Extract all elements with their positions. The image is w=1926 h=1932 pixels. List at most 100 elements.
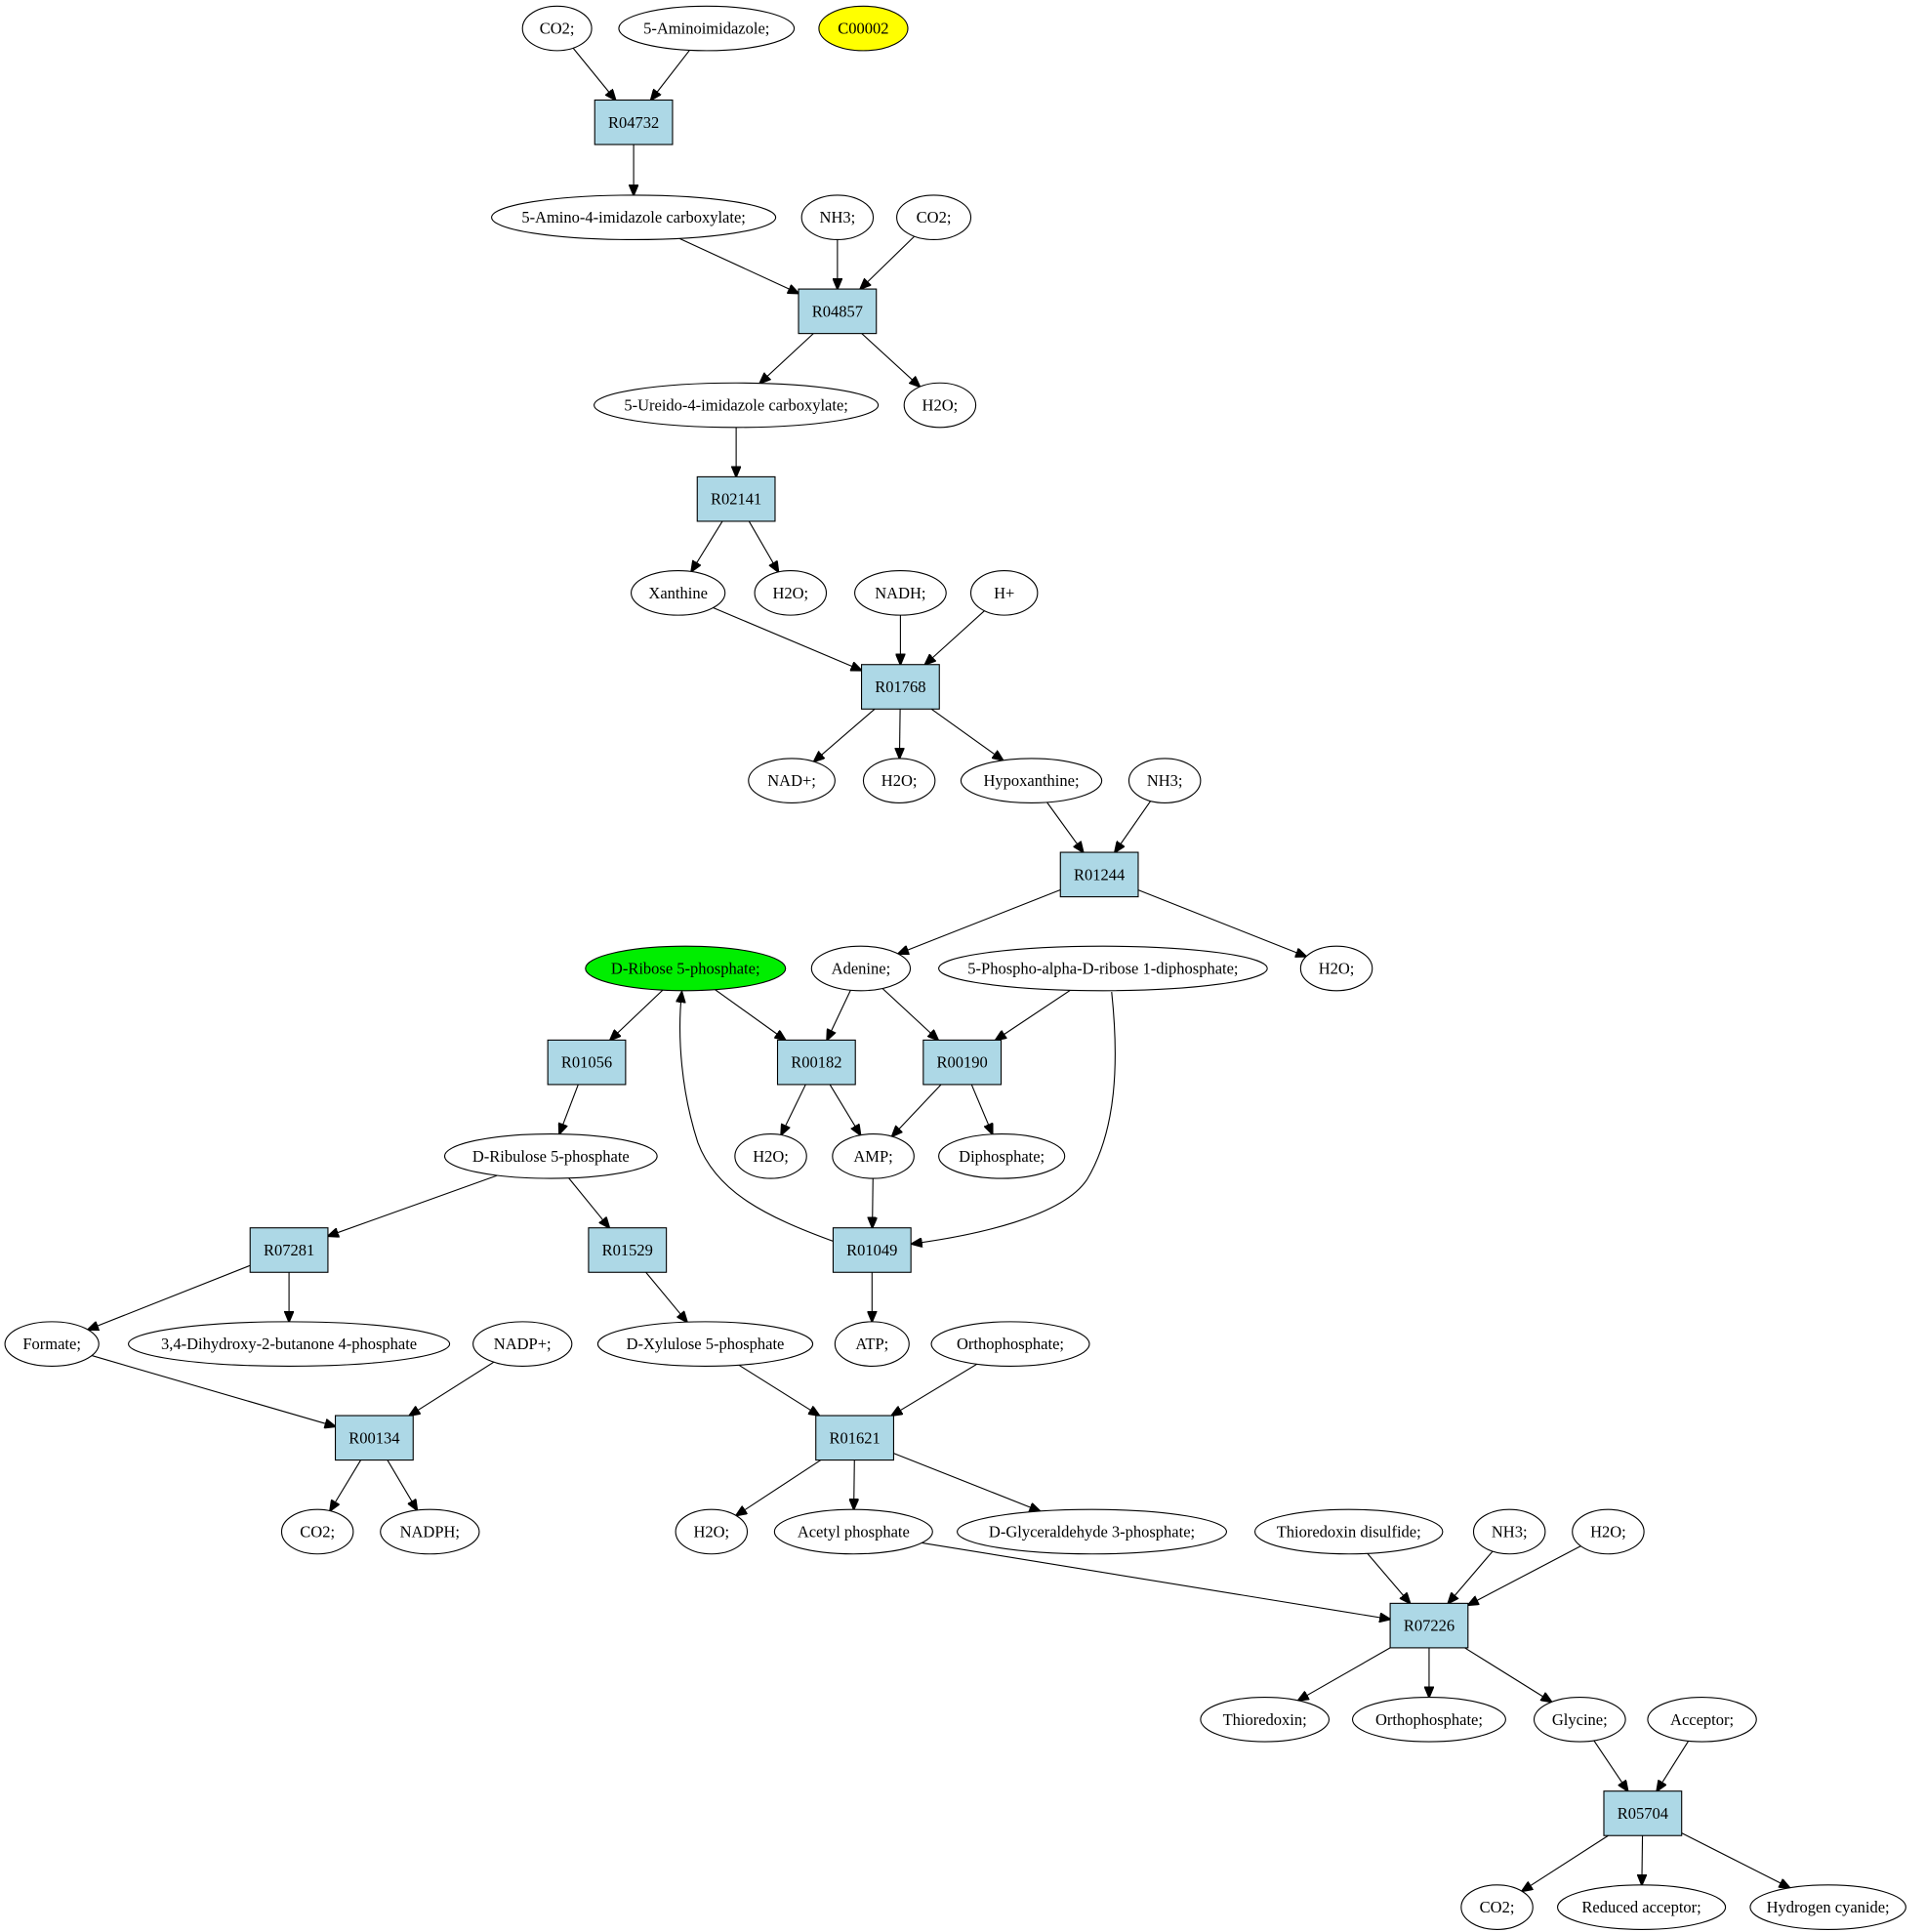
compound-node-prpp[interactable]: 5-Phospho-alpha-D-ribose 1-diphosphate; xyxy=(938,945,1268,992)
compound-label: Formate; xyxy=(22,1335,81,1353)
reaction-node-r00190[interactable]: R00190 xyxy=(922,1039,1003,1086)
compound-label: 5-Aminoimidazole; xyxy=(643,20,769,38)
compound-ellipse xyxy=(1472,1508,1546,1555)
reaction-node-r01529[interactable]: R01529 xyxy=(588,1227,668,1273)
compound-node-nadp-plus[interactable]: NADP+; xyxy=(472,1321,573,1367)
reaction-box xyxy=(588,1227,668,1273)
compound-node-adenine[interactable]: Adenine; xyxy=(810,945,912,992)
compound-node-nh3-b[interactable]: NH3; xyxy=(1127,758,1202,803)
reaction-box xyxy=(1059,851,1139,898)
compound-node-co2-c[interactable]: CO2; xyxy=(280,1508,354,1555)
compound-label: Thioredoxin; xyxy=(1223,1710,1307,1729)
compound-node-aminoimidazole[interactable]: 5-Aminoimidazole; xyxy=(618,5,796,52)
reaction-node-r01049[interactable]: R01049 xyxy=(832,1227,912,1273)
compound-node-h-plus[interactable]: H+ xyxy=(969,570,1039,616)
compound-node-co2-b[interactable]: CO2; xyxy=(896,194,972,241)
edge-adenine-to-r00190 xyxy=(881,988,938,1040)
reaction-label: R04732 xyxy=(608,113,659,132)
compound-node-c00002[interactable]: C00002 xyxy=(818,5,909,52)
compound-node-orthophosphate-b[interactable]: Orthophosphate; xyxy=(1351,1696,1506,1743)
reaction-box xyxy=(1603,1790,1683,1836)
reaction-node-r04857[interactable]: R04857 xyxy=(798,288,878,335)
compound-label: CO2; xyxy=(1480,1898,1515,1916)
compound-node-xanthine[interactable]: Xanthine xyxy=(631,570,726,616)
compound-node-reduced-acceptor[interactable]: Reduced acceptor; xyxy=(1556,1884,1727,1930)
compound-node-hypoxanthine[interactable]: Hypoxanthine; xyxy=(960,758,1103,803)
reaction-node-r07226[interactable]: R07226 xyxy=(1389,1602,1469,1649)
compound-node-nh3-c[interactable]: NH3; xyxy=(1472,1508,1546,1555)
compound-ellipse xyxy=(818,5,909,52)
compound-node-ureido-imidazole-carboxylate[interactable]: 5-Ureido-4-imidazole carboxylate; xyxy=(594,382,880,429)
edge-r01621-to-acetyl-phosphate xyxy=(854,1459,855,1510)
reaction-node-r01244[interactable]: R01244 xyxy=(1059,851,1139,898)
compound-node-co2-d[interactable]: CO2; xyxy=(1460,1884,1534,1930)
compound-label: Glycine; xyxy=(1552,1710,1608,1729)
reaction-node-r00134[interactable]: R00134 xyxy=(334,1415,414,1461)
edge-r00134-to-co2-c xyxy=(330,1459,362,1511)
compound-node-co2-a[interactable]: CO2; xyxy=(521,5,593,52)
reaction-node-r07281[interactable]: R07281 xyxy=(249,1227,329,1273)
compound-label: CO2; xyxy=(540,20,575,38)
compound-node-atp[interactable]: ATP; xyxy=(834,1321,910,1367)
compound-node-h2o-f[interactable]: H2O; xyxy=(675,1508,749,1555)
reaction-label: R01049 xyxy=(846,1241,897,1259)
compound-node-glycine[interactable]: Glycine; xyxy=(1533,1696,1626,1743)
compound-label: H2O; xyxy=(772,584,808,602)
reaction-node-r01621[interactable]: R01621 xyxy=(815,1415,894,1461)
compound-ellipse xyxy=(969,570,1039,616)
compound-node-d-ribose-5p[interactable]: D-Ribose 5-phosphate; xyxy=(585,945,787,992)
compound-node-h2o-e[interactable]: H2O; xyxy=(1299,945,1373,992)
compound-node-nad-plus[interactable]: NAD+; xyxy=(748,758,836,803)
compound-label: Orthophosphate; xyxy=(957,1335,1064,1353)
compound-node-h2o-a[interactable]: H2O; xyxy=(903,382,977,429)
compound-node-d-ribulose-5p[interactable]: D-Ribulose 5-phosphate xyxy=(443,1132,658,1179)
compound-node-amino-imidazole-carboxylate[interactable]: 5-Amino-4-imidazole carboxylate; xyxy=(491,194,777,241)
compound-node-diphosphate[interactable]: Diphosphate; xyxy=(938,1132,1066,1179)
compound-label: D-Glyceraldehyde 3-phosphate; xyxy=(989,1522,1195,1541)
compound-label: Acetyl phosphate xyxy=(798,1522,910,1541)
reaction-node-r01056[interactable]: R01056 xyxy=(547,1039,627,1086)
reaction-node-r01768[interactable]: R01768 xyxy=(860,664,940,710)
compound-ellipse xyxy=(1572,1508,1645,1555)
compound-node-d-xylulose-5p[interactable]: D-Xylulose 5-phosphate xyxy=(596,1321,814,1367)
compound-node-acceptor[interactable]: Acceptor; xyxy=(1647,1696,1757,1743)
compound-node-amp[interactable]: AMP; xyxy=(832,1132,915,1179)
reaction-node-r00182[interactable]: R00182 xyxy=(776,1039,856,1086)
compound-label: D-Ribulose 5-phosphate xyxy=(472,1147,630,1166)
compound-node-thioredoxin[interactable]: Thioredoxin; xyxy=(1200,1696,1331,1743)
compound-ellipse xyxy=(472,1321,573,1367)
reaction-label: R00134 xyxy=(348,1428,399,1447)
edge-r02141-to-h2o-b xyxy=(748,520,778,572)
reaction-node-r04732[interactable]: R04732 xyxy=(594,99,674,145)
compound-node-nh3-a[interactable]: NH3; xyxy=(800,194,875,241)
compound-node-h2o-g[interactable]: H2O; xyxy=(1572,1508,1645,1555)
compound-node-nadh[interactable]: NADH; xyxy=(854,570,947,616)
compound-node-h2o-c[interactable]: H2O; xyxy=(862,758,936,803)
compound-node-glyceraldehyde-3p[interactable]: D-Glyceraldehyde 3-phosphate; xyxy=(957,1508,1227,1555)
compound-node-formate[interactable]: Formate; xyxy=(4,1321,100,1367)
reaction-node-r02141[interactable]: R02141 xyxy=(696,475,776,522)
edge-h-plus-to-r01768 xyxy=(925,610,985,665)
compound-ellipse xyxy=(748,758,836,803)
edge-r01768-to-hypoxanthine xyxy=(930,708,1003,760)
edge-r01768-to-h2o-c xyxy=(899,709,900,759)
compound-ellipse xyxy=(1200,1696,1331,1743)
reaction-label: R02141 xyxy=(711,490,761,509)
compound-node-orthophosphate-a[interactable]: Orthophosphate; xyxy=(930,1321,1090,1367)
compound-node-dihydroxy-butanone-4p[interactable]: 3,4-Dihydroxy-2-butanone 4-phosphate xyxy=(128,1321,451,1367)
compound-node-thioredoxin-disulfide[interactable]: Thioredoxin disulfide; xyxy=(1253,1508,1444,1555)
edge-r05704-to-co2-d xyxy=(1522,1834,1609,1891)
compound-ellipse xyxy=(754,570,828,616)
compound-ellipse xyxy=(280,1508,354,1555)
compound-node-h2o-d[interactable]: H2O; xyxy=(734,1132,807,1179)
compound-label: H2O; xyxy=(1319,959,1355,977)
compound-node-hydrogen-cyanide[interactable]: Hydrogen cyanide; xyxy=(1749,1884,1906,1930)
compound-node-acetyl-phosphate[interactable]: Acetyl phosphate xyxy=(773,1508,933,1555)
compound-ellipse xyxy=(903,382,977,429)
compound-node-nadph[interactable]: NADPH; xyxy=(380,1508,480,1555)
compound-node-h2o-b[interactable]: H2O; xyxy=(754,570,828,616)
edge-r01621-to-glyceraldehyde-3p xyxy=(893,1453,1040,1511)
reaction-node-r05704[interactable]: R05704 xyxy=(1603,1790,1683,1836)
edge-r00182-to-h2o-d xyxy=(781,1084,806,1135)
compound-label: Diphosphate; xyxy=(959,1147,1045,1166)
